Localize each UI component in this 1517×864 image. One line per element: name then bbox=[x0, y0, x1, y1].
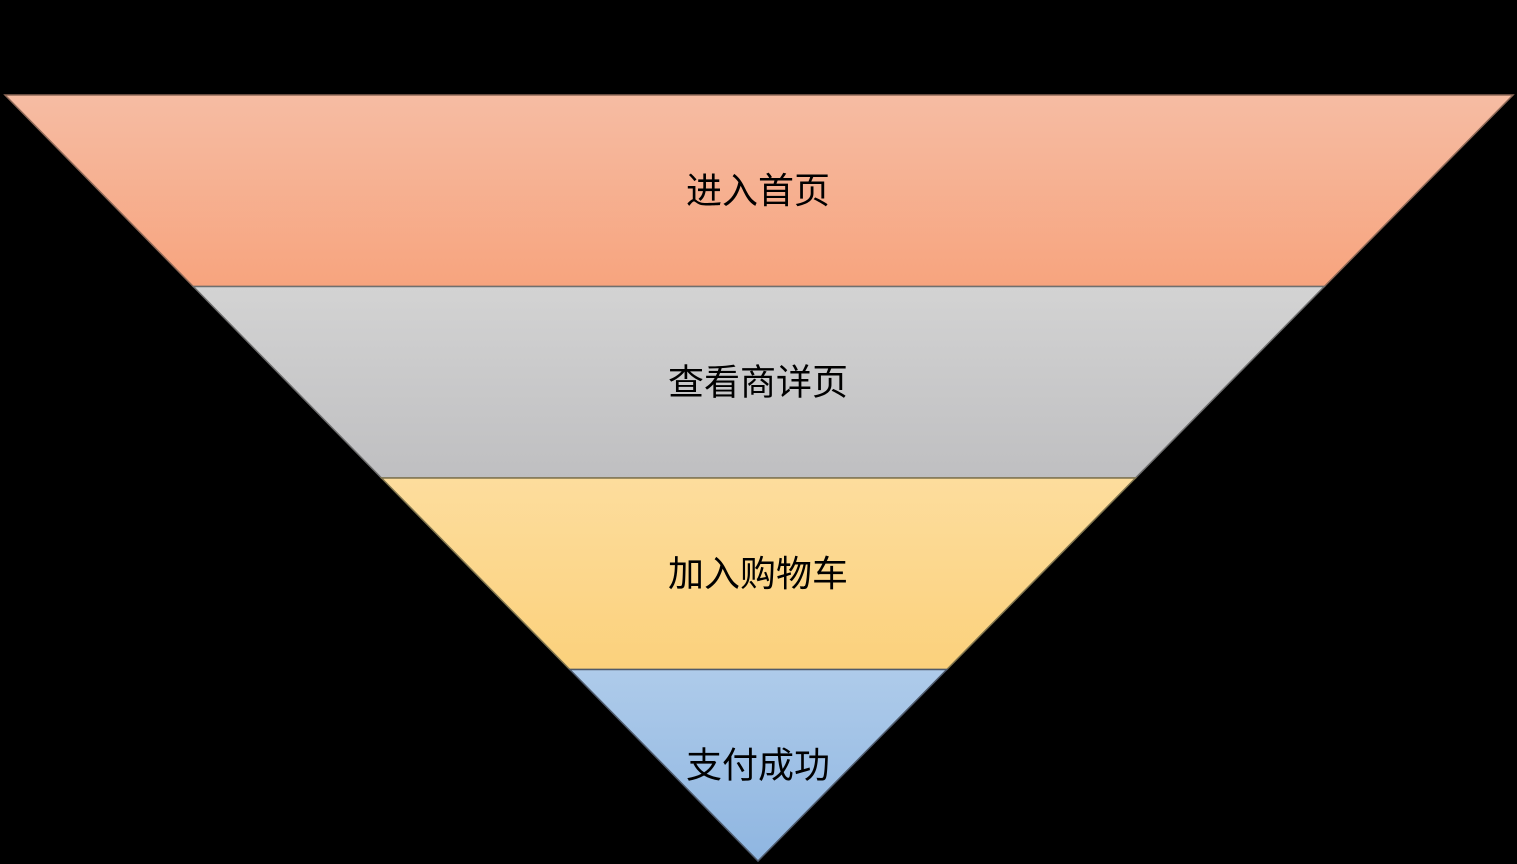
funnel-stage-label-enter-homepage: 进入首页 bbox=[686, 170, 830, 211]
funnel-stage-label-view-product-detail: 查看商详页 bbox=[668, 361, 848, 402]
funnel-stage-label-add-to-cart: 加入购物车 bbox=[668, 553, 848, 594]
funnel-stage-shape-payment-success bbox=[568, 668, 949, 863]
funnel-stage-label-payment-success: 支付成功 bbox=[686, 744, 830, 785]
